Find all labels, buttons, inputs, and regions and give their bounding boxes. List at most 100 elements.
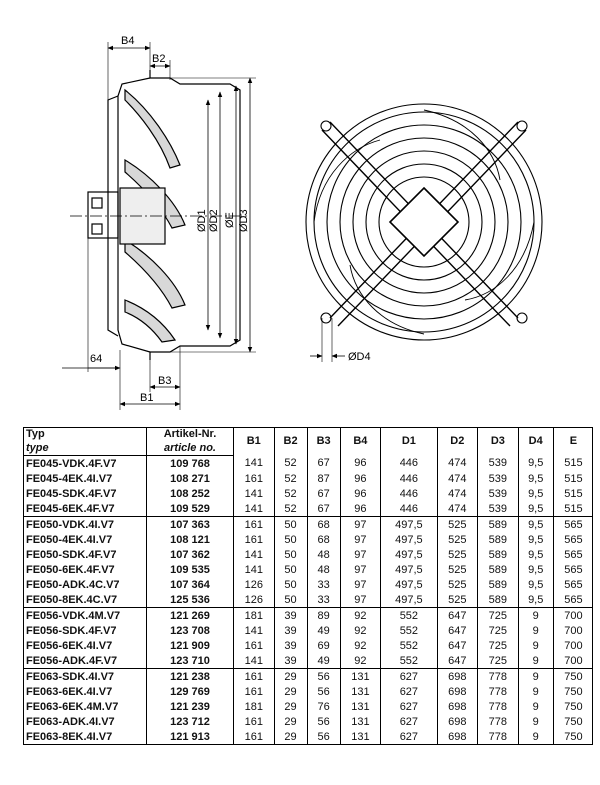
cell-d4: 9 — [517, 653, 554, 669]
cell-article: 109 768 — [146, 455, 234, 471]
cell-type: FE063-8EK.4I.V7 — [26, 730, 113, 743]
cell-b4: 96 — [339, 486, 381, 501]
front-view — [305, 103, 543, 362]
cell-b3: 56 — [306, 668, 341, 684]
cell-d4: 9,5 — [517, 532, 554, 547]
cell-d1: 627 — [380, 699, 438, 714]
cell-e: 750 — [552, 699, 593, 714]
cell-type: FE056-ADK.4F.V7 — [26, 654, 118, 667]
cell-d2: 474 — [436, 471, 478, 486]
cell-b4: 131 — [339, 684, 381, 699]
cell-b2: 52 — [273, 471, 308, 486]
cell-b4: 131 — [339, 668, 381, 684]
cell-article: 121 909 — [146, 638, 234, 653]
cell-d3: 778 — [477, 714, 519, 729]
cell-d1: 446 — [380, 501, 438, 517]
cell-b4: 97 — [339, 577, 381, 592]
cell-d3: 778 — [477, 699, 519, 714]
cell-d3: 539 — [477, 471, 519, 486]
cell-e: 750 — [552, 729, 593, 744]
cell-d1: 446 — [380, 455, 438, 471]
cell-b2: 39 — [273, 653, 308, 669]
cell-d1: 446 — [380, 471, 438, 486]
cell-b1: 141 — [233, 562, 275, 577]
cell-b4: 96 — [339, 501, 381, 517]
cell-e: 515 — [552, 471, 593, 486]
cell-d2: 698 — [436, 714, 478, 729]
cell-b2: 29 — [273, 729, 308, 744]
cell-d2: 474 — [436, 486, 478, 501]
cell-d4: 9,5 — [517, 547, 554, 562]
cell-e: 750 — [552, 668, 593, 684]
cell-b3: 89 — [306, 607, 341, 623]
cell-article: 108 121 — [146, 532, 234, 547]
cell-b3: 76 — [306, 699, 341, 714]
cell-d4: 9 — [517, 623, 554, 638]
cell-type: FE045-4EK.4I.V7 — [26, 472, 113, 485]
cell-d2: 647 — [436, 638, 478, 653]
cell-e: 565 — [552, 532, 593, 547]
cell-b4: 131 — [339, 699, 381, 714]
header-typ: Typ — [26, 428, 45, 440]
cell-d2: 525 — [436, 516, 478, 532]
cell-b3: 49 — [306, 653, 341, 669]
cell-d3: 589 — [477, 577, 519, 592]
label-b2: B2 — [152, 53, 165, 65]
cell-type: FE050-4EK.4I.V7 — [26, 533, 113, 546]
cell-b4: 97 — [339, 532, 381, 547]
side-view-labels: B4 B2 64 B3 B1 ØD1 ØD2 ØE ØD3 — [90, 35, 250, 404]
cell-article: 129 769 — [146, 684, 234, 699]
cell-type: FE045-VDK.4F.V7 — [26, 457, 117, 470]
cell-article: 108 252 — [146, 486, 234, 501]
cell-e: 515 — [552, 455, 593, 471]
cell-e: 565 — [552, 562, 593, 577]
cell-d1: 627 — [380, 684, 438, 699]
cell-d3: 725 — [477, 653, 519, 669]
cell-b4: 131 — [339, 729, 381, 744]
cell-b2: 29 — [273, 699, 308, 714]
cell-b1: 181 — [233, 699, 275, 714]
cell-type: FE056-SDK.4F.V7 — [26, 624, 117, 637]
cell-d1: 552 — [380, 638, 438, 653]
cell-b1: 161 — [233, 714, 275, 729]
cell-d2: 698 — [436, 684, 478, 699]
cell-d2: 525 — [436, 532, 478, 547]
cell-d2: 647 — [436, 623, 478, 638]
cell-b4: 97 — [339, 592, 381, 608]
cell-d1: 497,5 — [380, 547, 438, 562]
cell-b1: 126 — [233, 592, 275, 608]
cell-d3: 589 — [477, 547, 519, 562]
cell-d4: 9,5 — [517, 592, 554, 608]
header-artikel: Artikel-Nr. — [146, 427, 234, 441]
cell-b1: 161 — [233, 471, 275, 486]
cell-b2: 39 — [273, 623, 308, 638]
cell-d3: 589 — [477, 562, 519, 577]
header-type: type — [23, 441, 147, 456]
cell-type: FE050-SDK.4F.V7 — [26, 548, 117, 561]
cell-article: 121 913 — [146, 729, 234, 744]
cell-d2: 525 — [436, 562, 478, 577]
cell-e: 515 — [552, 486, 593, 501]
cell-e: 515 — [552, 501, 593, 517]
cell-d1: 497,5 — [380, 532, 438, 547]
cell-d2: 474 — [436, 455, 478, 471]
label-d1: ØD1 — [196, 209, 208, 232]
cell-d2: 647 — [436, 607, 478, 623]
cell-article: 123 708 — [146, 623, 234, 638]
label-b4: B4 — [121, 35, 134, 47]
cell-article: 121 269 — [146, 607, 234, 623]
cell-d2: 525 — [436, 577, 478, 592]
label-d3: ØD3 — [238, 209, 250, 232]
cell-b2: 50 — [273, 592, 308, 608]
header-b3: B3 — [306, 427, 341, 456]
cell-d2: 647 — [436, 653, 478, 669]
